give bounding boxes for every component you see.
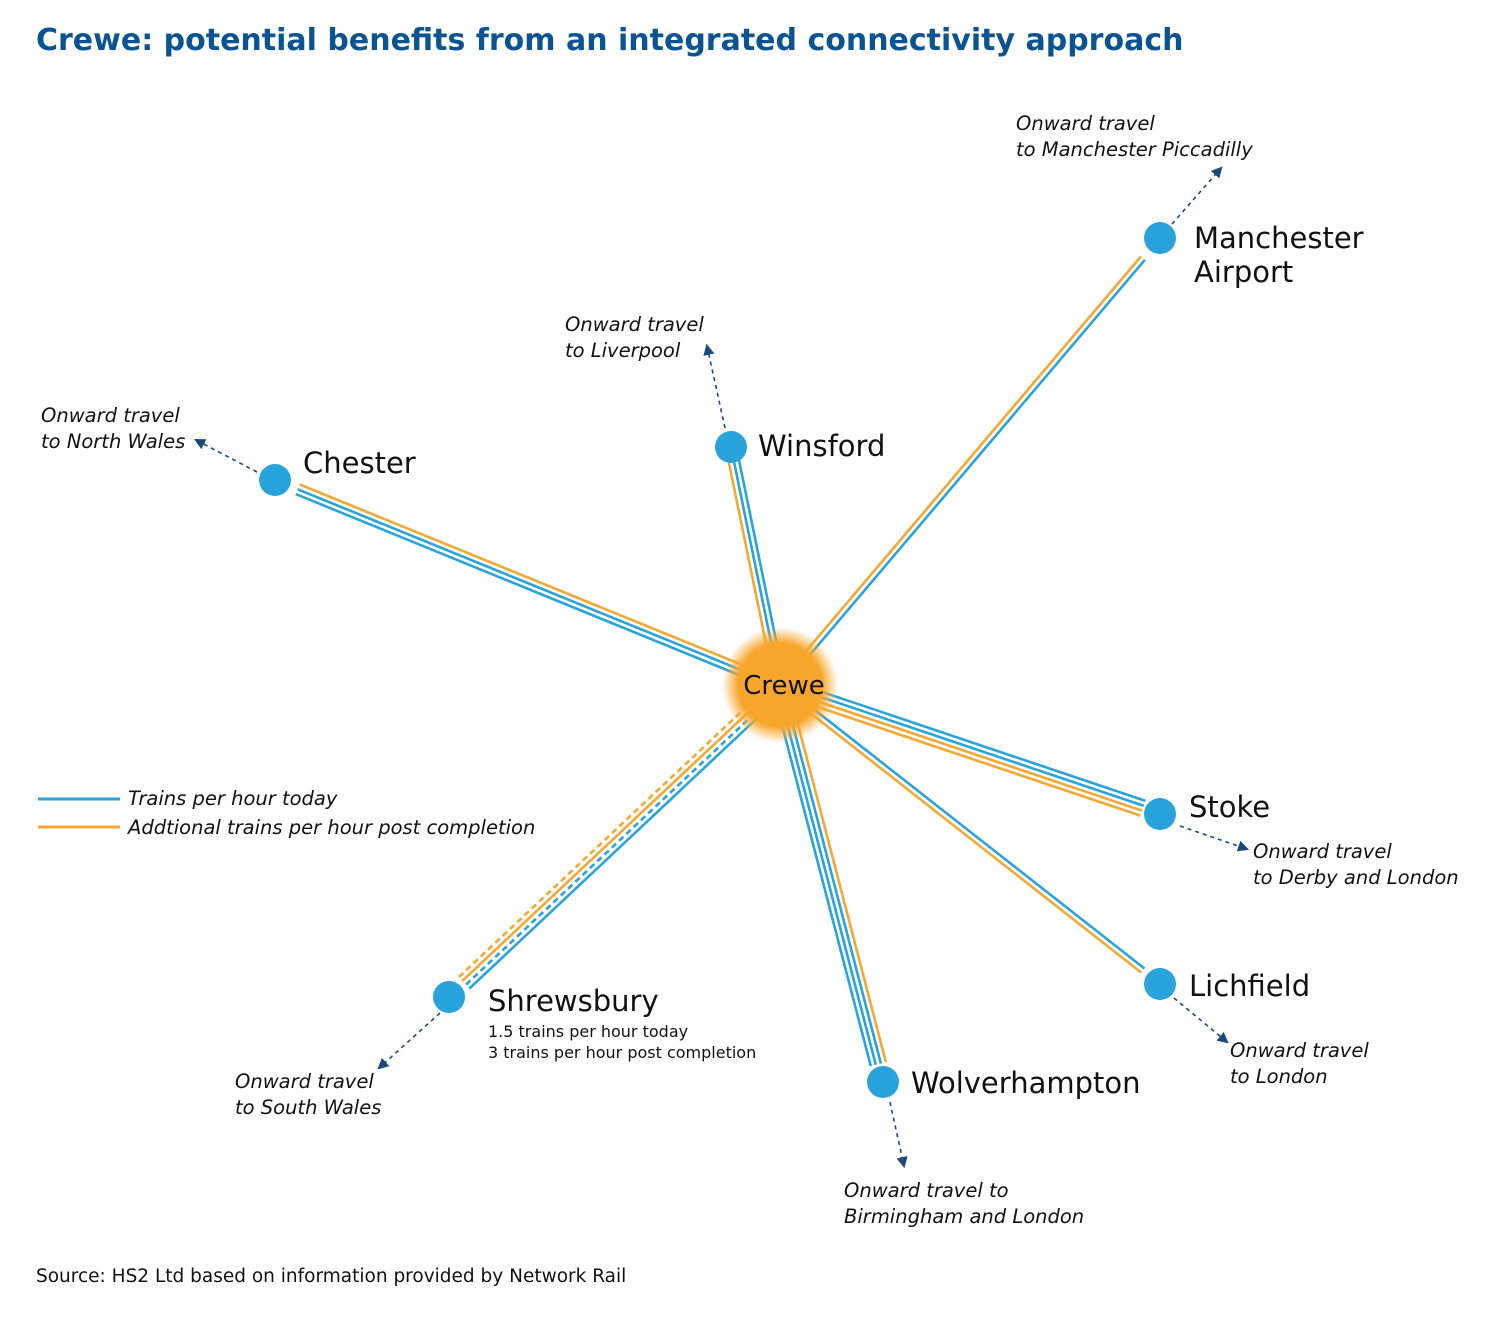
station-node-winsford: [715, 431, 747, 463]
station-nodes: [259, 222, 1176, 1098]
station-label-chester: Chester: [303, 446, 416, 480]
onward-travel-arrows: [194, 166, 1250, 1169]
crewe-hub-glow: [722, 627, 838, 743]
route-strand-today: [464, 705, 763, 986]
route-strand-additional: [792, 707, 888, 1063]
station-labels: Onward travel to Manchester PiccadillyMan…: [41, 112, 1459, 1228]
station-node-lichfield: [1144, 968, 1176, 1000]
station-label-line: Winsford: [758, 429, 885, 463]
station-label-line: Airport: [1194, 255, 1293, 289]
onward-text-wolverhampton: Onward travel to Birmingham and London: [844, 1179, 1084, 1228]
onward-text-line: Birmingham and London: [844, 1205, 1084, 1228]
onward-arrow-wolverhampton: [889, 1101, 908, 1169]
station-note-line: 1.5 trains per hour today: [488, 1022, 688, 1041]
onward-text-line: to South Wales: [235, 1096, 381, 1119]
route-manchester-airport: [799, 255, 1146, 662]
legend-additional-label: Addtional trains per hour post completio…: [126, 816, 535, 839]
route-wolverhampton: [777, 707, 888, 1067]
route-strand-today: [777, 711, 873, 1067]
station-label-shrewsbury: Shrewsbury: [488, 984, 659, 1018]
onward-text-winsford: Onward travel to Liverpool: [565, 313, 704, 362]
station-node-stoke: [1144, 798, 1176, 830]
onward-text-line: to London: [1230, 1065, 1328, 1088]
onward-text-line: Onward travel: [1230, 1039, 1369, 1062]
onward-arrow-stoke: [1179, 825, 1250, 852]
route-strand-additional: [799, 699, 1141, 817]
station-label-line: Stoke: [1189, 790, 1270, 824]
onward-text-line: Onward travel: [565, 313, 704, 336]
station-node-manchester-airport: [1144, 222, 1176, 254]
onward-text-line: Onward travel: [41, 404, 180, 427]
route-strand-today: [787, 708, 883, 1064]
onward-text-line: Onward travel: [1016, 112, 1155, 135]
station-node-wolverhampton: [867, 1066, 899, 1098]
route-strand-today: [468, 709, 767, 990]
route-strand-today: [782, 710, 878, 1066]
route-strand-today: [804, 685, 1146, 803]
route-shrewsbury: [457, 698, 767, 990]
route-strand-additional: [461, 701, 760, 983]
onward-text-line: Onward travel to: [844, 1179, 1009, 1202]
route-strand-additional: [457, 698, 756, 979]
route-chester: [295, 483, 753, 680]
onward-text-chester: Onward travel to North Wales: [41, 404, 185, 453]
page-title: Crewe: potential benefits from an integr…: [36, 23, 1183, 58]
onward-arrow-winsford: [703, 343, 726, 429]
onward-arrow-lichfield: [1173, 997, 1229, 1044]
legend-today-label: Trains per hour today: [128, 787, 338, 810]
route-strand-today: [803, 258, 1146, 662]
onward-text-line: to Derby and London: [1253, 866, 1459, 889]
station-label-line: Manchester: [1194, 221, 1364, 255]
crewe-hub-label: Crewe: [743, 671, 825, 701]
station-label-lichfield: Lichfield: [1189, 969, 1310, 1003]
route-strand-additional: [299, 483, 753, 671]
station-label-line: Wolverhampton: [911, 1066, 1141, 1100]
station-label-winsford: Winsford: [758, 429, 885, 463]
station-node-shrewsbury: [433, 981, 465, 1013]
onward-text-shrewsbury: Onward travel to South Wales: [235, 1070, 381, 1119]
crewe-hub: Crewe: [722, 627, 838, 743]
station-note-line: 3 trains per hour post completion: [488, 1043, 756, 1062]
route-stoke: [799, 685, 1146, 817]
route-strand-additional: [800, 704, 1143, 974]
station-label-line: Lichfield: [1189, 969, 1310, 1003]
source-note: Source: HS2 Ltd based on information pro…: [36, 1266, 626, 1287]
onward-text-line: to North Wales: [41, 430, 185, 453]
onward-text-lichfield: Onward travel to London: [1230, 1039, 1369, 1088]
onward-arrow-shrewsbury: [377, 1012, 441, 1070]
route-strand-today: [295, 492, 749, 680]
station-node-chester: [259, 464, 291, 496]
route-strand-today: [803, 700, 1146, 970]
onward-text-line: Onward travel: [1253, 840, 1392, 863]
onward-arrow-chester: [194, 438, 258, 473]
station-label-stoke: Stoke: [1189, 790, 1270, 824]
route-strand-additional: [799, 255, 1142, 659]
route-lines: [295, 255, 1146, 1067]
onward-text-line: Onward travel: [235, 1070, 374, 1093]
route-strand-today: [803, 689, 1145, 808]
onward-text-line: to Liverpool: [565, 339, 681, 362]
station-label-line: Shrewsbury: [488, 984, 659, 1018]
onward-text-manchester-airport: Onward travel to Manchester Piccadilly: [1016, 112, 1253, 161]
legend: Trains per hour today Addtional trains p…: [38, 787, 535, 839]
station-label-wolverhampton: Wolverhampton: [911, 1066, 1141, 1100]
onward-text-line: to Manchester Piccadilly: [1016, 138, 1253, 161]
route-strand-additional: [801, 694, 1143, 812]
route-strand-today: [297, 488, 751, 675]
station-label-line: Chester: [303, 446, 416, 480]
onward-text-stoke: Onward travel to Derby and London: [1253, 840, 1459, 889]
route-lichfield: [800, 700, 1146, 974]
station-note-shrewsbury: 1.5 trains per hour today 3 trains per ho…: [488, 1022, 756, 1062]
onward-arrow-manchester-airport: [1171, 166, 1223, 225]
